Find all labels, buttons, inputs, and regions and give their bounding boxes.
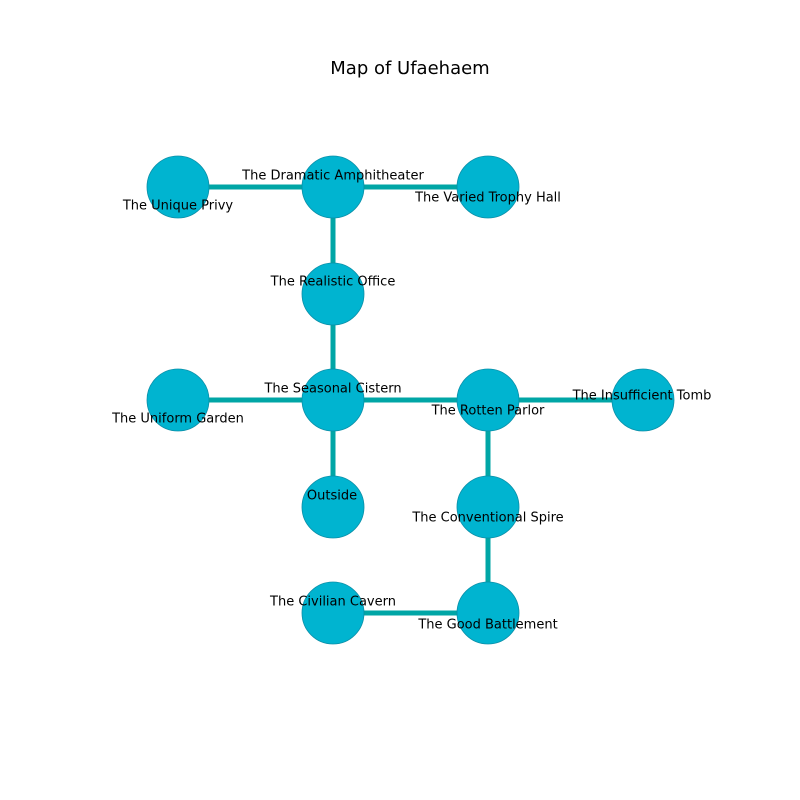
room-node-outside[interactable] <box>301 475 365 539</box>
room-node-insufficient-tomb[interactable] <box>611 368 675 432</box>
room-node-uniform-garden[interactable] <box>146 368 210 432</box>
room-label-good-battlement: The Good Battlement <box>417 618 557 633</box>
room-label-insufficient-tomb: The Insufficient Tomb <box>572 389 712 404</box>
room-node-good-battlement[interactable] <box>456 581 520 645</box>
room-label-seasonal-cistern: The Seasonal Cistern <box>263 382 401 397</box>
room-node-civilian-cavern[interactable] <box>301 581 365 645</box>
room-label-unique-privy: The Unique Privy <box>122 199 234 214</box>
room-label-dramatic-amphitheater: The Dramatic Amphitheater <box>241 169 424 184</box>
room-node-unique-privy[interactable] <box>146 155 210 219</box>
room-label-conventional-spire: The Conventional Spire <box>411 511 563 526</box>
room-label-uniform-garden: The Uniform Garden <box>111 412 244 427</box>
room-label-civilian-cavern: The Civilian Cavern <box>269 595 396 610</box>
room-node-seasonal-cistern[interactable] <box>301 368 365 432</box>
room-node-conventional-spire[interactable] <box>456 475 520 539</box>
room-label-varied-trophy-hall: The Varied Trophy Hall <box>414 191 561 206</box>
map-title: Map of Ufaehaem <box>330 58 489 79</box>
room-label-outside: Outside <box>307 489 357 504</box>
room-label-realistic-office: The Realistic Office <box>270 275 396 290</box>
room-node-varied-trophy-hall[interactable] <box>456 155 520 219</box>
room-node-dramatic-amphitheater[interactable] <box>301 155 365 219</box>
labels-layer: The Unique Privy The Dramatic Amphitheate… <box>111 169 711 633</box>
room-node-rotten-parlor[interactable] <box>456 368 520 432</box>
room-label-rotten-parlor: The Rotten Parlor <box>431 404 545 419</box>
rooms-layer <box>146 155 675 645</box>
room-node-realistic-office[interactable] <box>301 262 365 326</box>
